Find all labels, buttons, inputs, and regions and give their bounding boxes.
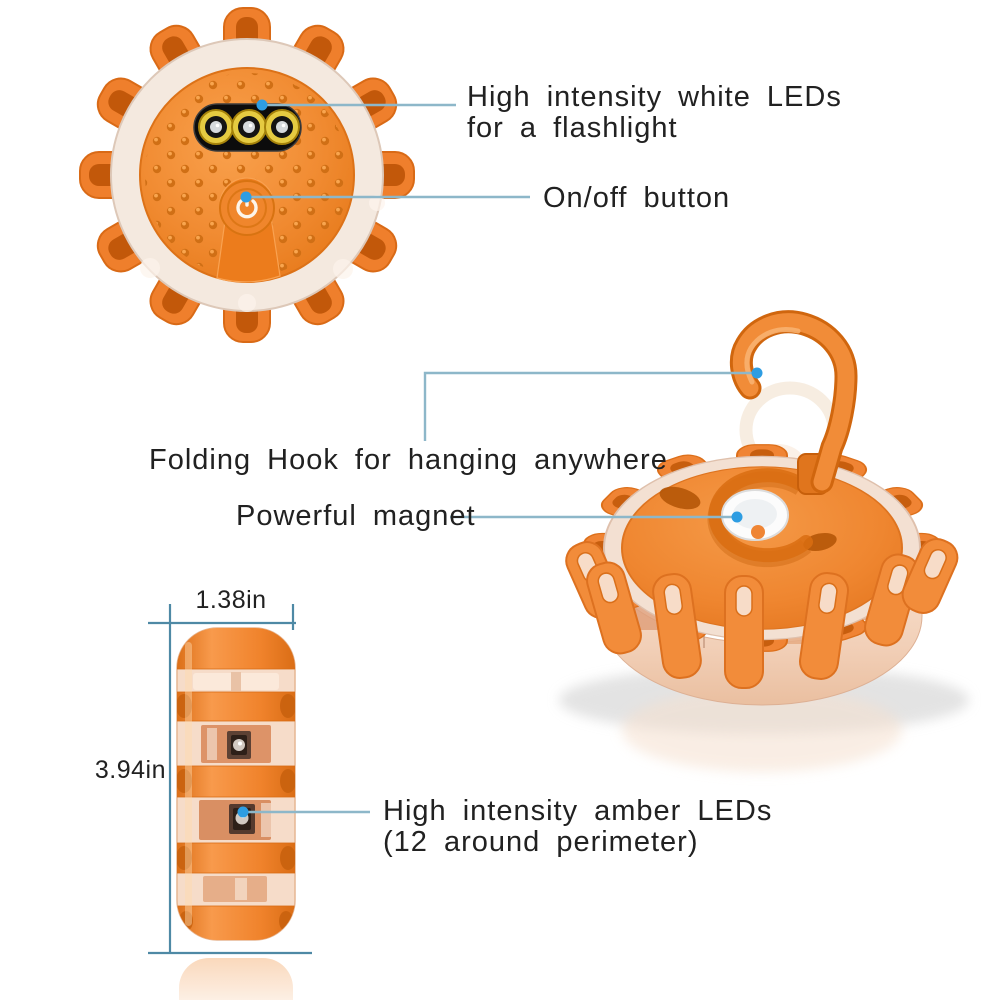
callout-label-amber-leds-line2: (12 around perimeter) — [383, 826, 699, 858]
anchor-dot-magnet — [731, 511, 743, 523]
power-button — [219, 180, 275, 236]
side-view-reflection — [179, 958, 293, 1000]
white-led-1 — [198, 109, 234, 145]
magnet — [721, 489, 789, 541]
anchor-dot-white-leds — [256, 99, 268, 111]
white-led-3 — [264, 109, 300, 145]
callout-label-amber-leds: High intensity amber LEDs (12 around per… — [383, 796, 772, 858]
callout-anchor-dots — [237, 99, 763, 818]
edge-notches — [177, 694, 295, 931]
lens-glints — [140, 195, 385, 312]
amber-led-module-2 — [199, 800, 271, 840]
callout-label-amber-leds-line1: High intensity amber LEDs — [383, 795, 773, 827]
anchor-dot-amber-leds — [237, 806, 249, 818]
back-face-details — [659, 453, 837, 568]
front-rim-tabs — [565, 538, 959, 689]
anchor-dot-on-off — [240, 191, 252, 203]
width-dimension-label: 1.38in — [195, 586, 267, 614]
callout-label-hook: Folding Hook for hanging anywhere — [149, 444, 668, 476]
side-view-flare-illustration — [176, 627, 296, 1000]
anchor-dot-hook — [751, 367, 763, 379]
callout-label-magnet: Powerful magnet — [236, 500, 476, 532]
callout-label-white-leds-line2: for a flashlight — [467, 112, 678, 144]
hook-view-flare-illustration — [559, 310, 969, 772]
front-view-flare-illustration — [79, 7, 415, 343]
side-body-details — [177, 628, 295, 940]
dimension-lines — [148, 604, 312, 955]
white-led-2 — [231, 109, 267, 145]
callout-line-hook — [423, 371, 757, 441]
folding-hook — [729, 310, 858, 494]
callout-label-white-leds-line1: High intensity white LEDs — [467, 81, 842, 113]
ground-reflection — [622, 688, 902, 772]
callout-label-on-off: On/off button — [543, 182, 731, 214]
height-dimension-label: 3.94in — [94, 756, 166, 784]
white-led-window — [193, 103, 302, 152]
callout-lines — [243, 103, 757, 814]
amber-led-module-1 — [201, 725, 271, 763]
callout-label-white-leds: High intensity white LEDs for a flashlig… — [467, 82, 842, 144]
